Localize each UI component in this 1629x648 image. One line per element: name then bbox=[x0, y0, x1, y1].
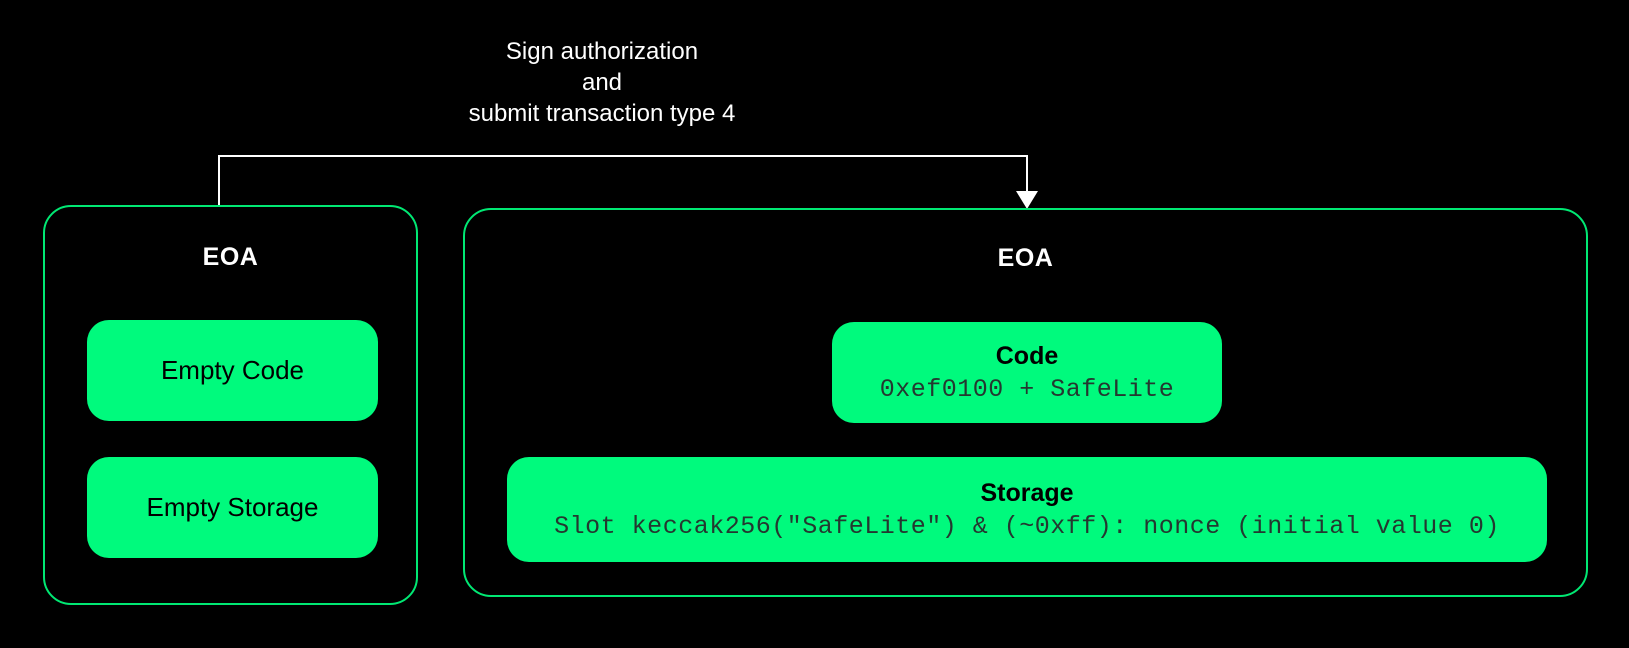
empty-storage-chip: Empty Storage bbox=[87, 457, 378, 558]
arrow-caption-line1: Sign authorization bbox=[505, 38, 699, 65]
code-chip: Code 0xef0100 + SafeLite bbox=[832, 322, 1222, 423]
storage-chip: Storage Slot keccak256("SafeLite") & (~0… bbox=[507, 457, 1547, 562]
arrow-line bbox=[218, 155, 1028, 206]
empty-storage-label: Empty Storage bbox=[146, 492, 319, 522]
empty-code-label: Empty Code bbox=[160, 355, 305, 385]
code-chip-title: Code bbox=[995, 341, 1059, 370]
storage-chip-value: Slot keccak256("SafeLite") & (~0xff): no… bbox=[554, 511, 1500, 541]
eoa-before-card: EOA Empty Code Empty Storage bbox=[43, 205, 418, 605]
arrow-caption-line2: and bbox=[581, 69, 623, 96]
eoa-after-title: EOA bbox=[997, 244, 1054, 272]
arrow-caption: Sign authorization and submit transactio… bbox=[402, 36, 802, 129]
storage-chip-title: Storage bbox=[980, 478, 1074, 507]
arrow-head-icon bbox=[1016, 191, 1038, 209]
eoa-after-card: EOA Code 0xef0100 + SafeLite Storage Slo… bbox=[463, 208, 1588, 597]
eoa-before-title: EOA bbox=[202, 243, 259, 271]
code-chip-value: 0xef0100 + SafeLite bbox=[879, 374, 1175, 404]
arrow-caption-line3: submit transaction type 4 bbox=[468, 100, 736, 127]
empty-code-chip: Empty Code bbox=[87, 320, 378, 421]
